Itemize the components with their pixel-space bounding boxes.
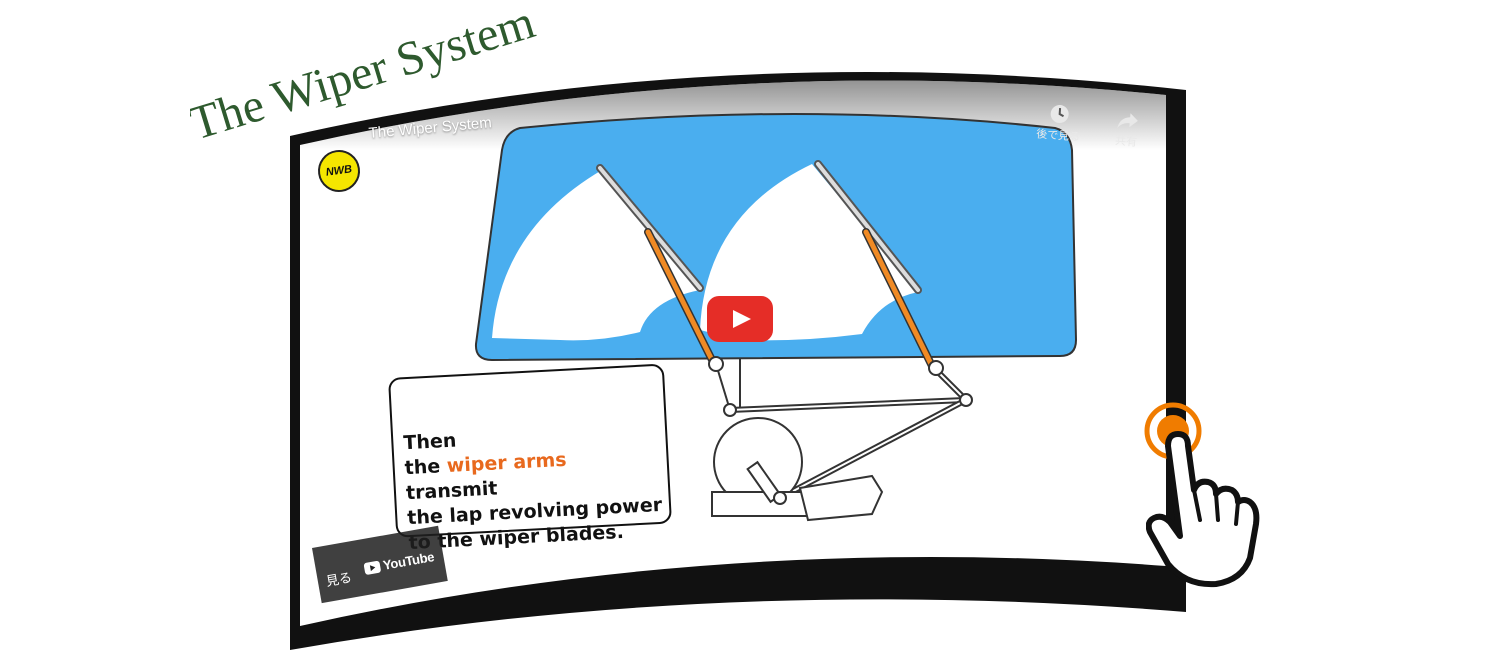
caption-highlight: wiper arms (446, 448, 568, 478)
clock-icon (1050, 105, 1069, 124)
caption-box: Then the wiper arms transmit the lap rev… (388, 363, 672, 554)
left-wiper (596, 164, 716, 364)
youtube-play-mini-icon (363, 560, 382, 575)
caption-line-2-post: transmit (405, 477, 499, 505)
page-headline: The Wiper System (190, 0, 541, 150)
channel-logo-text: NWB (325, 163, 353, 179)
caption-text: Then the wiper arms transmit the lap rev… (403, 418, 669, 556)
youtube-label: YouTube (381, 549, 436, 573)
youtube-logo-icon: YouTube (363, 549, 435, 576)
share-label: 共有 (1114, 135, 1138, 149)
play-icon (733, 310, 751, 328)
play-button[interactable] (707, 296, 773, 342)
right-wiper (814, 160, 936, 370)
windshield (474, 113, 1078, 362)
share-arrow-icon (1117, 113, 1138, 129)
watch-label: 見る (324, 569, 353, 589)
share-button[interactable]: 共有 (1091, 109, 1164, 152)
watch-later-button[interactable]: 後で見る (1023, 102, 1096, 146)
wiper-linkage (708, 356, 973, 501)
pointing-hand-icon (1146, 431, 1260, 588)
wiper-motor (711, 417, 884, 522)
caption-line-2-pre: the (404, 455, 448, 480)
watch-later-label: 後で見る (1035, 128, 1081, 144)
